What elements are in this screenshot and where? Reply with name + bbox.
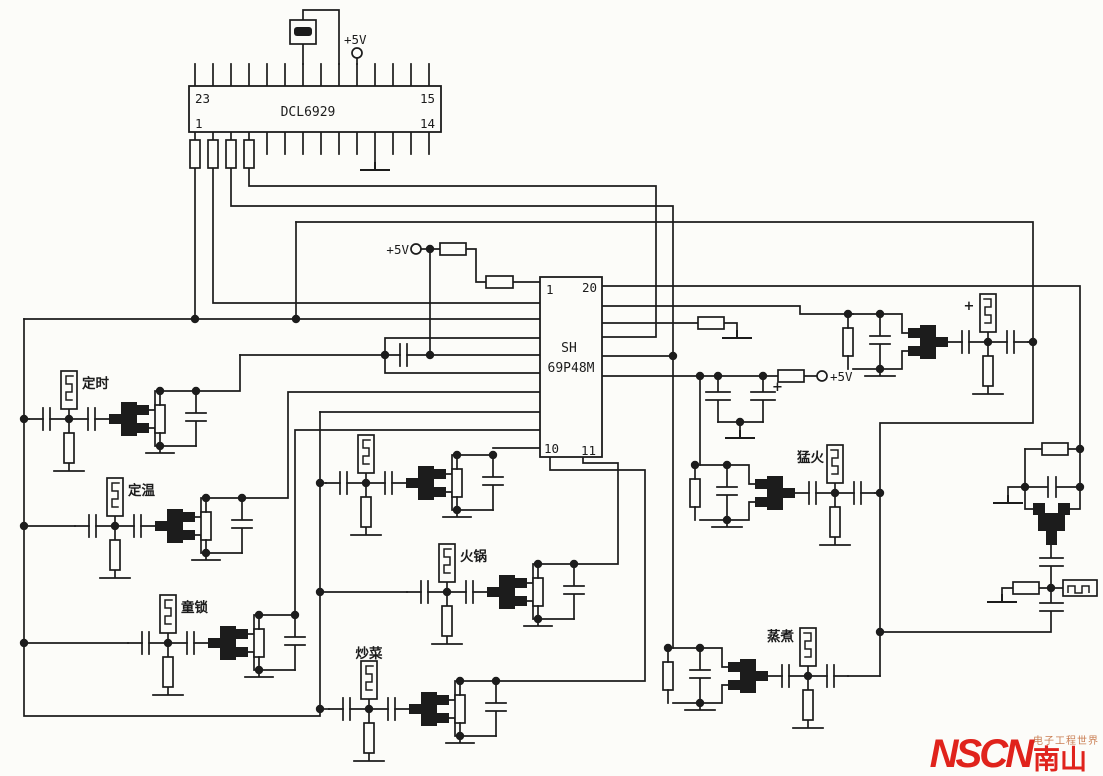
key-circuit-plus xyxy=(842,293,1029,395)
key-label-high-heat: 猛火 xyxy=(796,449,825,466)
vcc-label-mcu: +5V xyxy=(386,242,409,257)
key-label-steam-boil: 蒸煮 xyxy=(767,628,795,645)
ic-sh69p48m: 1 20 10 11 SH 69P48M xyxy=(539,276,603,458)
ic-dcl6929-body xyxy=(188,85,442,133)
brand-logo-nscn: NSCN xyxy=(929,732,1034,776)
ic-sh69p48m-body xyxy=(539,276,603,458)
brand-logo-watermark: 电子工程世界 xyxy=(1033,736,1099,747)
vcc-label-top: +5V xyxy=(344,32,367,47)
key-label-hot-pot: 火锅 xyxy=(460,549,487,565)
sensor-glyph-far-right xyxy=(1067,585,1090,594)
brand-logo-cn-block: 电子工程世界 南山 xyxy=(1033,737,1099,774)
dcl-pin-14: 14 xyxy=(420,116,435,131)
transistor-far-right xyxy=(1033,503,1070,545)
vcc-label-right: +5V xyxy=(830,369,853,384)
key-circuit-stir-fry xyxy=(328,660,507,762)
key-circuit-high-heat xyxy=(689,444,876,546)
ic-dcl6929-label: DCL6929 xyxy=(281,105,336,120)
electrolytic-plus-mark: + xyxy=(772,380,783,395)
sh-pin-10: 10 xyxy=(544,441,559,456)
brand-logo: NSCN 电子工程世界 南山 xyxy=(930,734,1099,774)
key-label-timer: 定时 xyxy=(82,375,109,392)
ic-sh69p48m-label2: 69P48M xyxy=(548,361,595,376)
key-label-temp-set: 定温 xyxy=(128,482,155,499)
crystal-oscillator xyxy=(289,19,317,45)
key-circuit-unlabeled xyxy=(325,434,504,536)
ic-sh69p48m-label1: SH xyxy=(561,341,577,356)
key-circuit-far-right xyxy=(1033,503,1098,597)
dcl-pin-23: 23 xyxy=(195,91,210,106)
dcl-pin-15: 15 xyxy=(420,91,435,106)
key-circuit-steam-boil xyxy=(662,627,849,729)
key-label-plus: + xyxy=(964,299,975,314)
key-circuit-temp-set xyxy=(74,477,253,579)
junction-dots xyxy=(19,244,1085,714)
vcc-terminal-top xyxy=(351,47,363,59)
sh-pin-11: 11 xyxy=(581,443,596,458)
vcc-terminals: +5V +5V +5V + xyxy=(344,32,853,395)
dcl-pin-1: 1 xyxy=(195,116,203,131)
sh-pin-20: 20 xyxy=(582,280,597,295)
key-labels: 定时 定温 童锁 炒菜 火锅 猛火 蒸煮 + xyxy=(82,299,974,662)
ic-dcl6929: 23 1 15 14 DCL6929 xyxy=(188,85,442,133)
sh-pin-1: 1 xyxy=(546,282,554,297)
ground-symbols xyxy=(359,161,1024,603)
key-label-child-lock: 童锁 xyxy=(181,599,208,616)
bus-wires xyxy=(23,9,1081,717)
brand-logo-nanshan: 南山 xyxy=(1033,745,1087,775)
key-circuit-hot-pot xyxy=(406,543,585,645)
resistors xyxy=(189,139,1069,595)
vcc-terminal-mcu xyxy=(410,243,422,255)
vcc-terminal-right xyxy=(816,370,828,382)
key-circuit-timer xyxy=(28,370,207,472)
key-circuit-child-lock xyxy=(127,594,306,696)
key-label-stir-fry: 炒菜 xyxy=(356,645,383,662)
